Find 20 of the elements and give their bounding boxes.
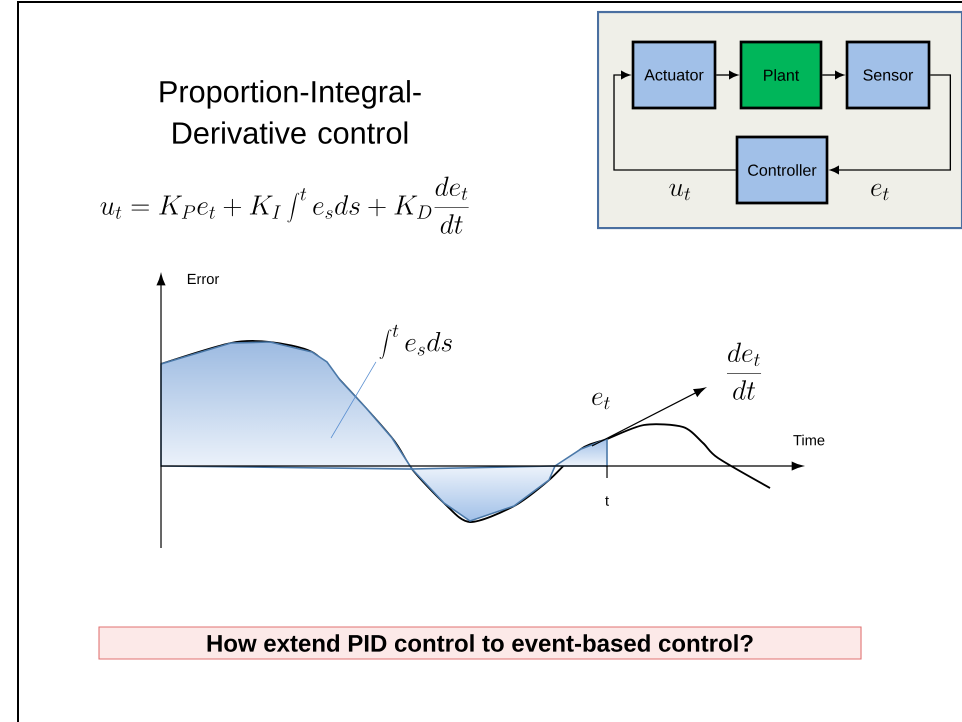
arrow <box>716 70 738 80</box>
block-box: Actuator <box>632 40 716 110</box>
block-box: Plant <box>740 40 822 110</box>
arrow <box>613 70 736 171</box>
tick-label: t <box>605 496 609 506</box>
title: Proportion-Integral-Derivative control <box>160 80 421 144</box>
leader-line <box>330 362 376 438</box>
question-box: How extend PID control to event-based control? <box>98 626 862 660</box>
axis-label: Error <box>188 274 220 284</box>
derivative-label: $\frac{de_t}{dt}$ <box>726 342 762 400</box>
block-box: Controller <box>736 136 828 204</box>
arrow <box>830 74 952 174</box>
edge-label: $u_t$ <box>669 184 690 200</box>
pid-formula: $u_t = K_P e_t + K_I \int^t e_s ds + K_D \frac{de_t}{dt}$ <box>100 176 469 234</box>
axis-label: Time <box>793 434 824 446</box>
error-label: $e_t$ <box>592 392 610 410</box>
integral-label: $\int^t e_s ds$ <box>380 324 452 360</box>
arrow <box>822 70 844 80</box>
edge-label: $e_t$ <box>871 184 889 200</box>
block-box: Sensor <box>846 40 930 110</box>
